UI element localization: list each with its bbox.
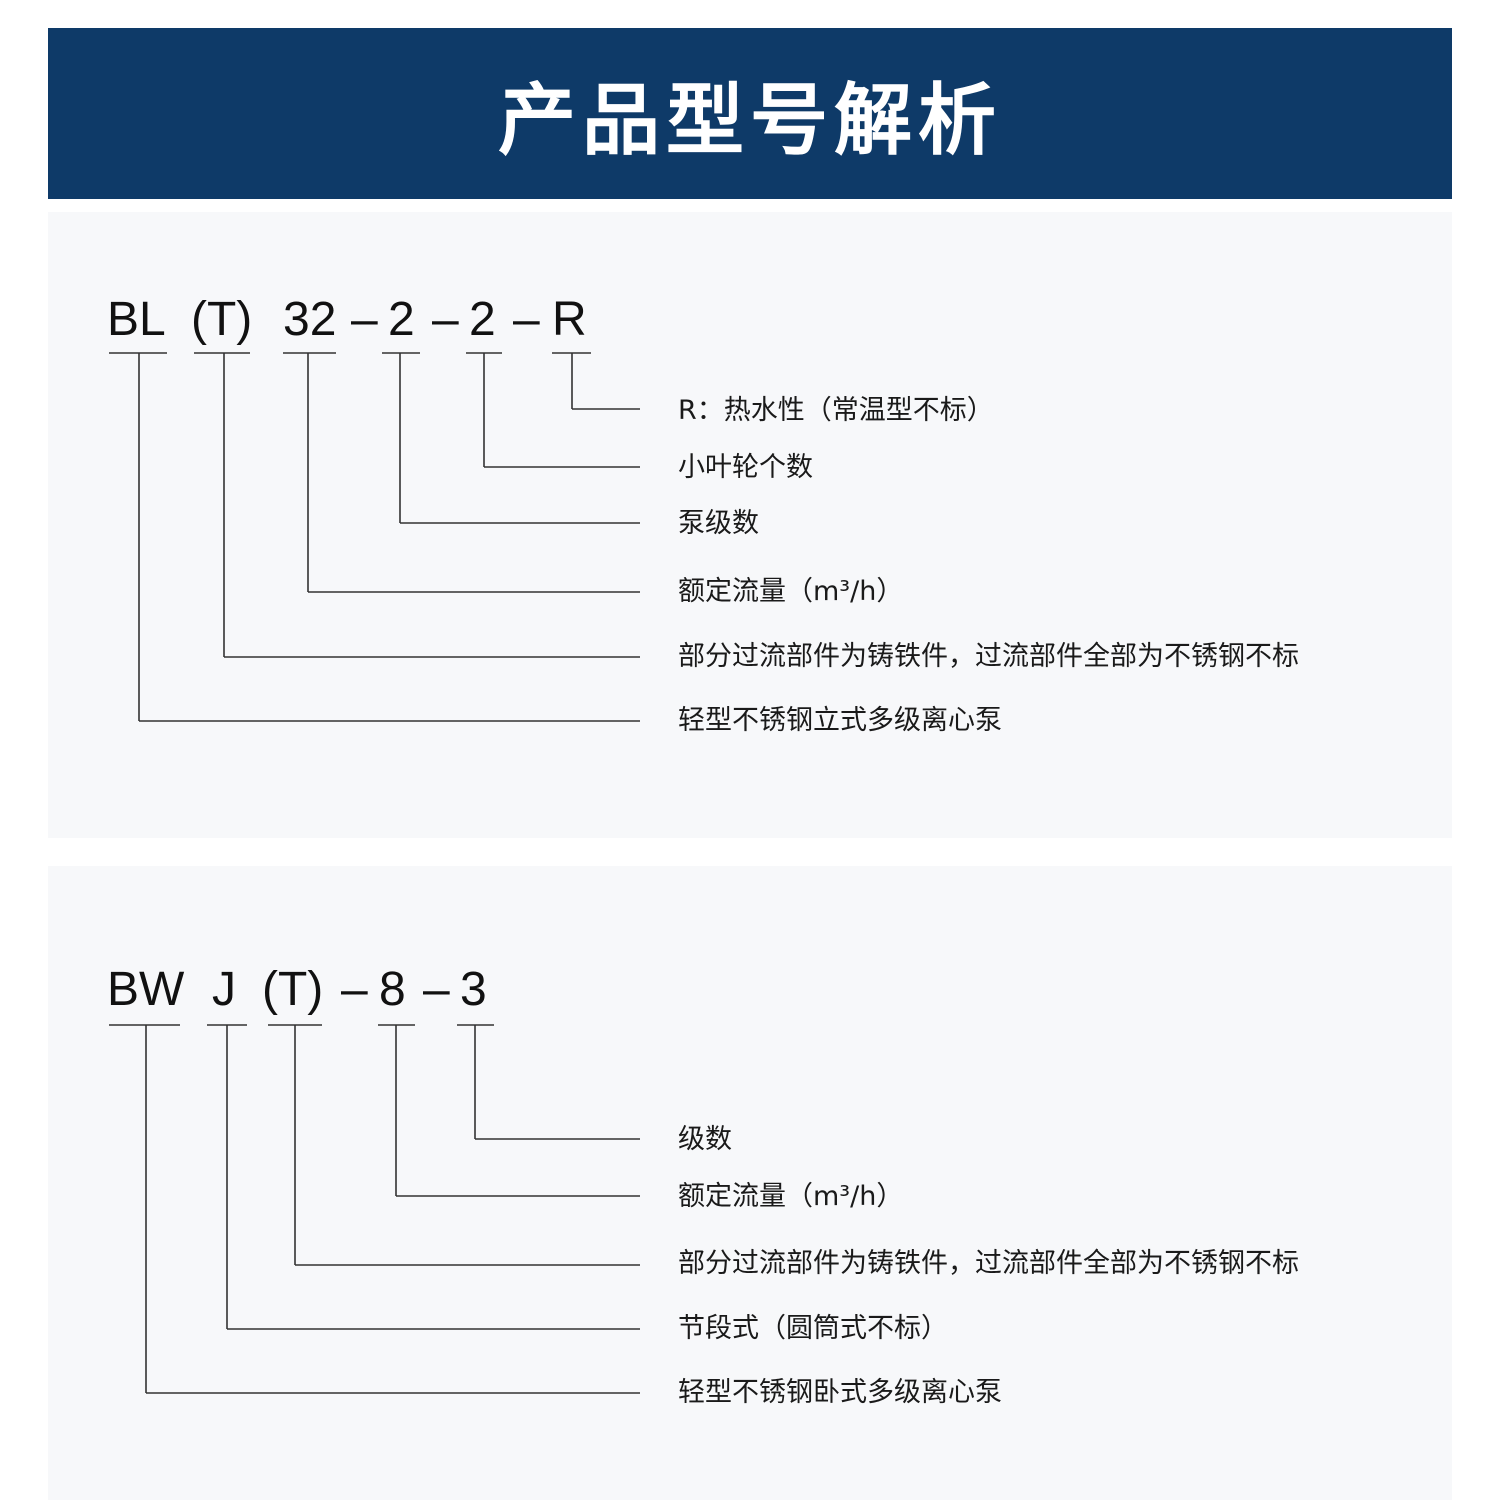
desc-hot-water: R：热水性（常温型不标）	[678, 395, 994, 426]
desc-cast-iron-parts: 部分过流部件为铸铁件，过流部件全部为不锈钢不标	[678, 641, 1299, 672]
code-segment-impellers: 2	[469, 293, 496, 346]
code-segment-t: (T)	[191, 293, 253, 346]
desc-stages: 级数	[678, 1124, 732, 1155]
desc-pump-stages: 泵级数	[678, 508, 759, 539]
desc-pump-type: 轻型不锈钢卧式多级离心泵	[678, 1377, 1002, 1408]
model-panel-bw	[48, 866, 1452, 1500]
desc-pump-type: 轻型不锈钢立式多级离心泵	[678, 705, 1002, 736]
desc-rated-flow: 额定流量（m³/h）	[678, 576, 904, 607]
desc-segmental-type: 节段式（圆筒式不标）	[678, 1313, 948, 1344]
desc-cast-iron-parts: 部分过流部件为铸铁件，过流部件全部为不锈钢不标	[678, 1248, 1299, 1279]
code-segment-flow: 32	[283, 293, 337, 346]
desc-rated-flow: 额定流量（m³/h）	[678, 1181, 904, 1212]
code-segment-bl: BL	[107, 293, 166, 346]
desc-small-impeller-count: 小叶轮个数	[678, 452, 813, 483]
code-segment-stages: 2	[388, 293, 415, 346]
code-separator: –	[423, 963, 450, 1016]
code-segment-bw: BW	[107, 963, 185, 1016]
code-segment-r: R	[552, 293, 587, 346]
code-separator: –	[341, 963, 368, 1016]
title-banner: 产品型号解析	[48, 28, 1452, 199]
code-segment-j: J	[212, 963, 236, 1016]
page-title: 产品型号解析	[497, 75, 1002, 166]
code-separator: –	[513, 293, 540, 346]
code-separator: –	[432, 293, 459, 346]
model-panel-bl	[48, 212, 1452, 838]
code-segment-stages: 3	[460, 963, 487, 1016]
code-segment-flow: 8	[379, 963, 406, 1016]
code-separator: –	[351, 293, 378, 346]
code-segment-t: (T)	[262, 963, 324, 1016]
